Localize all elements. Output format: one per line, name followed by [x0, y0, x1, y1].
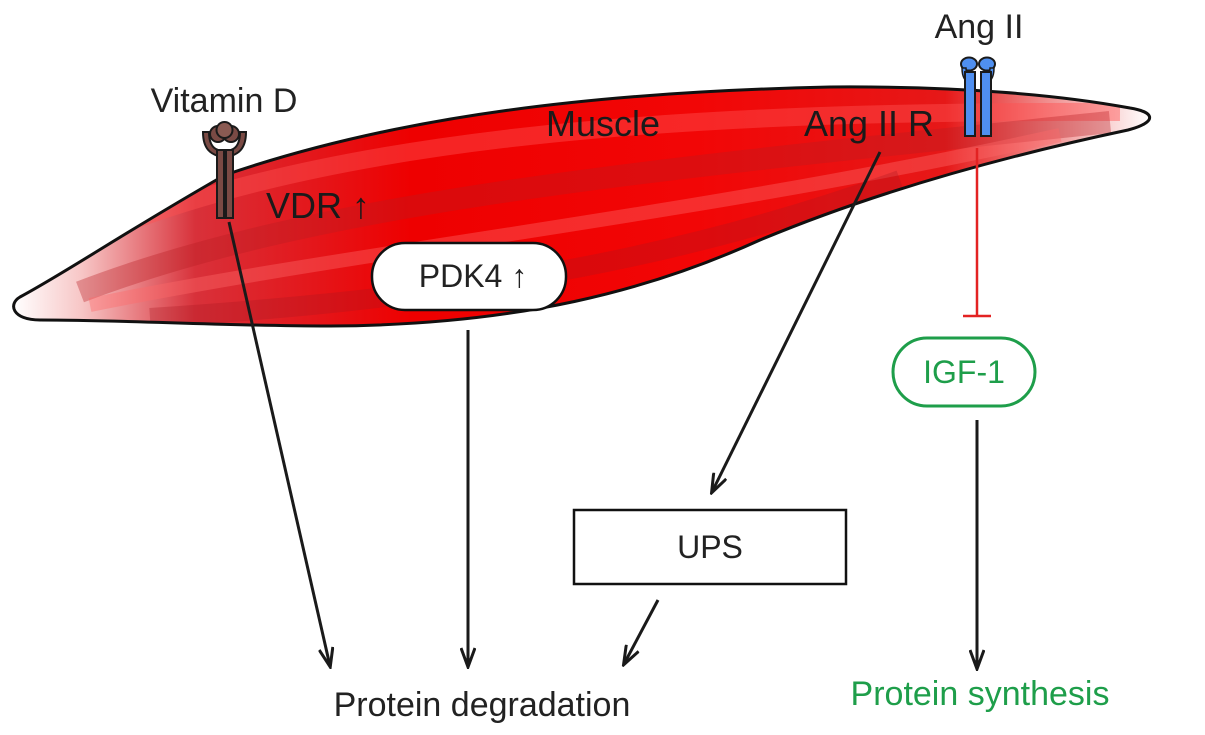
muscle-cell-outline: [12, 85, 1151, 328]
ups-node: UPS: [572, 508, 848, 586]
edge-ang-ii-r-to-ups: [712, 151, 882, 492]
ang-ii-label: Ang II: [935, 8, 1024, 46]
muscle-label: Muscle: [546, 103, 660, 144]
ang-ii-receptor-icon: [960, 56, 996, 137]
ang-ii-r-label: Ang II R: [804, 103, 934, 144]
edge-ang-ii-r-inhibits-igf1: [963, 148, 991, 318]
edge-vdr-to-protein-degradation: [227, 221, 330, 666]
ups-label: UPS: [677, 529, 743, 565]
pdk4-label: PDK4 ↑: [419, 258, 527, 294]
edges: [227, 151, 977, 668]
igf1-label: IGF-1: [923, 354, 1005, 390]
protein-synthesis-label: Protein synthesis: [851, 675, 1110, 713]
pdk4-node: PDK4 ↑: [370, 241, 568, 312]
vdr-label: VDR ↑: [266, 185, 370, 226]
igf1-node: IGF-1: [891, 336, 1037, 408]
edge-ups-to-protein-degradation: [624, 599, 660, 664]
protein-degradation-label: Protein degradation: [334, 686, 631, 724]
muscle-cell-body: [13, 86, 1150, 327]
vdr-receptor-icon: [201, 121, 248, 219]
vitamin-d-label: Vitamin D: [151, 82, 298, 120]
